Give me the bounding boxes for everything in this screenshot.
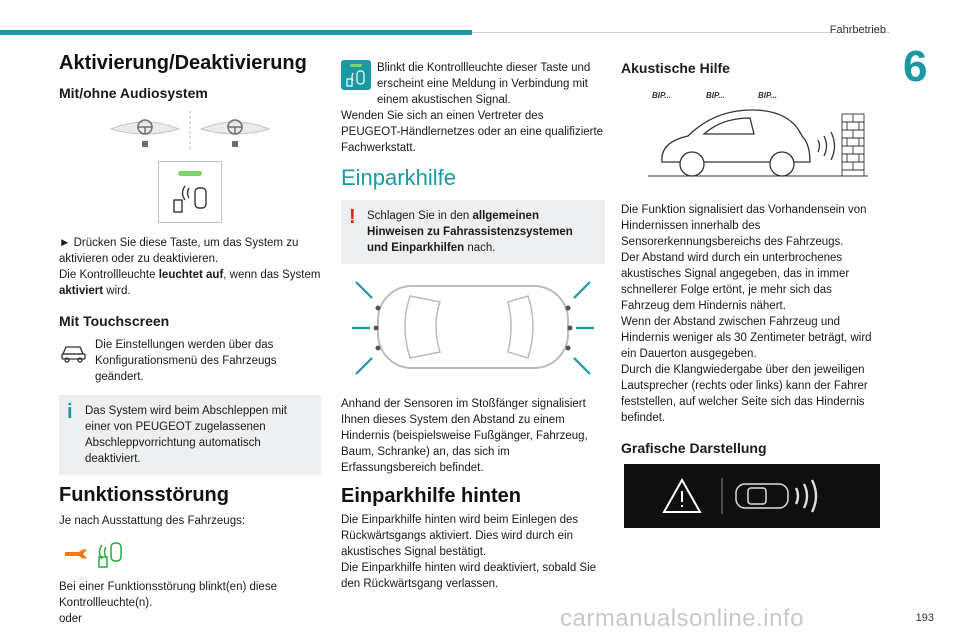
acoustic-illustration: BIP... BIP... BIP... bbox=[648, 91, 868, 177]
fault-equipment-text: Je nach Ausstattung des Fahrzeugs: bbox=[59, 515, 246, 527]
blink-note: Blinkt die Kontrollleuchte dieser Taste … bbox=[341, 60, 605, 108]
warning-icon: ! bbox=[349, 206, 356, 228]
bip-3: BIP... bbox=[758, 91, 777, 100]
fault-icons bbox=[61, 539, 321, 569]
touchscreen-text: Die Einstellungen werden über das Konfig… bbox=[95, 339, 277, 383]
press-instruction: ► Drücken Sie diese Taste, um das System… bbox=[59, 237, 299, 265]
fault-blink-text: Bei einer Funktionsstörung blinkt(en) di… bbox=[59, 581, 277, 609]
indicator-info: Die Kontrollleuchte leuchtet auf, wenn d… bbox=[59, 269, 321, 297]
column-1: Aktivierung/Deaktivierung Mit/ohne Audio… bbox=[59, 52, 321, 627]
heading-graphic: Grafische Darstellung bbox=[621, 440, 767, 456]
rear-activation-text: Die Einparkhilfe hinten wird beim Einleg… bbox=[341, 514, 579, 558]
info-box-towing: i Das System wird beim Abschleppen mit e… bbox=[59, 395, 321, 475]
park-sensor-fault-icon bbox=[98, 542, 122, 568]
chapter-number: 6 bbox=[903, 42, 928, 91]
header-accent-bar bbox=[0, 30, 472, 35]
bip-2: BIP... bbox=[706, 91, 725, 100]
column-2: Blinkt die Kontrollleuchte dieser Taste … bbox=[341, 60, 605, 592]
touchscreen-note: Die Einstellungen werden über das Konfig… bbox=[59, 337, 321, 385]
heading-rear-aid: Einparkhilfe hinten bbox=[341, 485, 522, 507]
section-name: Fahrbetrieb bbox=[829, 24, 886, 36]
warning-box: ! Schlagen Sie in den allgemeinen Hinwei… bbox=[341, 200, 605, 264]
car-settings-icon bbox=[59, 337, 89, 367]
heading-acoustic: Akustische Hilfe bbox=[621, 60, 730, 76]
heading-touchscreen: Mit Touchscreen bbox=[59, 313, 170, 329]
heading-parking-aid: Einparkhilfe bbox=[341, 165, 456, 190]
park-sensor-button-icon bbox=[341, 60, 371, 90]
warning-text: Schlagen Sie in den allgemeinen Hinweise… bbox=[367, 210, 573, 254]
graphic-display bbox=[624, 464, 880, 528]
dealer-text: Wenden Sie sich an einen Vertreter des P… bbox=[341, 110, 604, 154]
park-assist-button-icon bbox=[158, 161, 222, 223]
sensor-car-illustration bbox=[352, 281, 594, 375]
page-number: 193 bbox=[915, 612, 934, 624]
towing-text: Das System wird beim Abschleppen mit ein… bbox=[85, 405, 287, 465]
lock-illustration bbox=[59, 109, 321, 151]
fault-or-text: oder bbox=[59, 613, 83, 625]
acoustic-text: Die Funktion signalisiert das Vorhandens… bbox=[621, 204, 872, 424]
column-3: Akustische Hilfe BIP... BIP... BIP... Di… bbox=[621, 60, 883, 528]
heading-audio: Mit/ohne Audiosystem bbox=[59, 85, 208, 101]
blink-text: Blinkt die Kontrollleuchte dieser Taste … bbox=[377, 62, 591, 106]
wrench-icon bbox=[65, 549, 87, 559]
heading-activation: Aktivierung/Deaktivierung bbox=[59, 52, 307, 74]
heading-fault: Funktionsstörung bbox=[59, 484, 229, 506]
sensor-text: Anhand der Sensoren im Stoßfänger signal… bbox=[341, 398, 588, 474]
bip-1: BIP... bbox=[652, 91, 671, 100]
watermark: carmanualsonline.info bbox=[560, 605, 804, 632]
info-icon: i bbox=[67, 401, 73, 423]
header-rule bbox=[472, 32, 890, 33]
rear-deactivation-text: Die Einparkhilfe hinten wird deaktiviert… bbox=[341, 562, 597, 590]
